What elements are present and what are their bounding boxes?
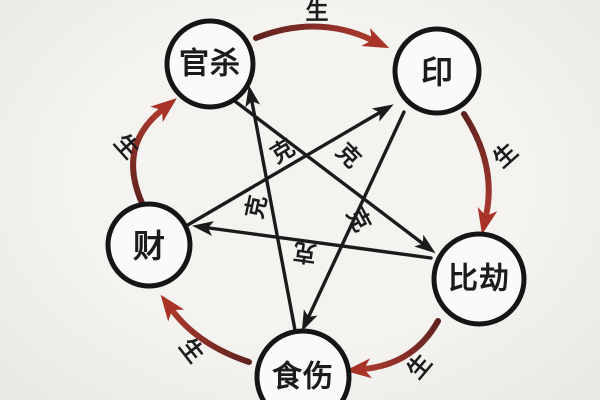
node-circle-cai bbox=[105, 201, 193, 289]
generating-arrow-shishang-cai bbox=[160, 294, 252, 365]
node-label-shishang: 食伤 bbox=[272, 360, 334, 395]
generating-arrow-bijie-shishang bbox=[345, 318, 441, 379]
overcoming-arrow-guansha-bijie bbox=[234, 100, 436, 254]
node-label-yin: 印 bbox=[421, 53, 453, 91]
node-circle-bijie bbox=[431, 231, 527, 327]
node-label-guansha: 官杀 bbox=[179, 47, 241, 82]
generating-label-right: 生 bbox=[489, 139, 523, 174]
overcoming-label-bijie-cai: 克 bbox=[292, 238, 319, 268]
overcoming-label-guansha-bijie: 克 bbox=[331, 138, 366, 173]
node-circle-guansha bbox=[164, 18, 256, 110]
overcoming-label-shishang-guansha: 克 bbox=[241, 193, 272, 221]
overcoming-arrow-yin-shishang bbox=[301, 110, 406, 332]
overcoming-arrow-cai-yin bbox=[184, 104, 394, 228]
node-circle-yin bbox=[392, 26, 482, 116]
generating-arrow-cai-guansha bbox=[130, 98, 177, 206]
node-label-bijie: 比劫 bbox=[448, 262, 510, 297]
overcoming-arrow-bijie-cai bbox=[192, 221, 433, 260]
generating-arrow-guansha-yin bbox=[253, 23, 390, 49]
overcoming-arrow-shishang-guansha bbox=[245, 85, 297, 332]
node-label-cai: 财 bbox=[133, 227, 165, 265]
overcoming-label-yin-shishang: 克 bbox=[341, 203, 376, 236]
node-circle-shishang bbox=[254, 328, 352, 400]
generating-label-top: 生 bbox=[306, 0, 329, 25]
generating-arrow-yin-bijie bbox=[461, 111, 498, 235]
